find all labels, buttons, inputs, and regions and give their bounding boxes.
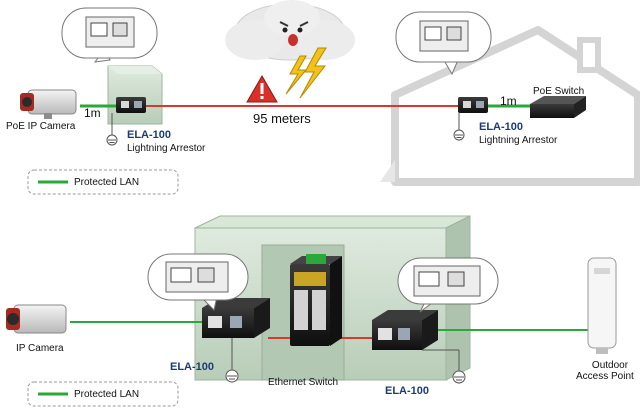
legend-label-bottom: Protected LAN (74, 389, 140, 400)
rj45-port-icon (378, 328, 392, 340)
camera-bottom (6, 304, 67, 334)
distance-label-top-right: 1m (500, 94, 517, 108)
cable-length-label: 95 meters (253, 111, 311, 126)
ethernet-switch-label: Ethernet Switch (268, 377, 339, 388)
ground-icon (106, 113, 118, 146)
legend-label-top: Protected LAN (74, 177, 140, 188)
lightning-icon (285, 47, 327, 99)
arrestor-device-top-right (458, 97, 488, 113)
arrestor-model-top-left: ELA-100 (127, 129, 172, 141)
zoom-bubble-bottom-left (147, 253, 249, 311)
poe-switch (530, 96, 586, 118)
ground-icon (422, 349, 466, 384)
arrestor-device-top-left (116, 97, 146, 113)
arrestor-device-bottom-left (202, 298, 270, 338)
arrestor-device-bottom-right (372, 310, 438, 350)
distance-label-top-left: 1m (84, 106, 101, 120)
legend-top-frame (27, 169, 179, 195)
arrestor-model-top-right: ELA-100 (479, 121, 524, 133)
arrestor-model-bottom-left: ELA-100 (170, 361, 215, 373)
cloud-icon (225, 0, 355, 61)
arrestor-desc-top-left: Lightning Arrestor (127, 143, 206, 154)
camera-label-bottom: IP Camera (16, 343, 64, 354)
camera-top (20, 89, 77, 119)
zoom-bubble-top-left (61, 7, 158, 63)
zoom-bubble-top-right (395, 11, 492, 76)
rj45-port-icon (208, 316, 222, 328)
ethernet-switch (290, 254, 342, 346)
arrestor-model-bottom-right: ELA-100 (385, 385, 430, 397)
access-point-label-line1: Outdoor (591, 360, 629, 371)
poe-switch-label: PoE Switch (533, 86, 585, 97)
rj45-port-icon (463, 101, 471, 108)
ground-icon (453, 113, 465, 141)
access-point-label-line2: Access Point (576, 371, 634, 382)
warning-icon (246, 74, 278, 103)
rj45-port-icon (121, 101, 129, 108)
camera-label-top: PoE IP Camera (6, 121, 76, 132)
arrestor-desc-top-right: Lightning Arrestor (479, 135, 558, 146)
access-point (587, 257, 617, 354)
ground-icon (225, 338, 239, 383)
zoom-bubble-bottom-right (397, 257, 499, 313)
legend-bottom-frame (27, 381, 179, 407)
enclosure-left (107, 65, 163, 125)
